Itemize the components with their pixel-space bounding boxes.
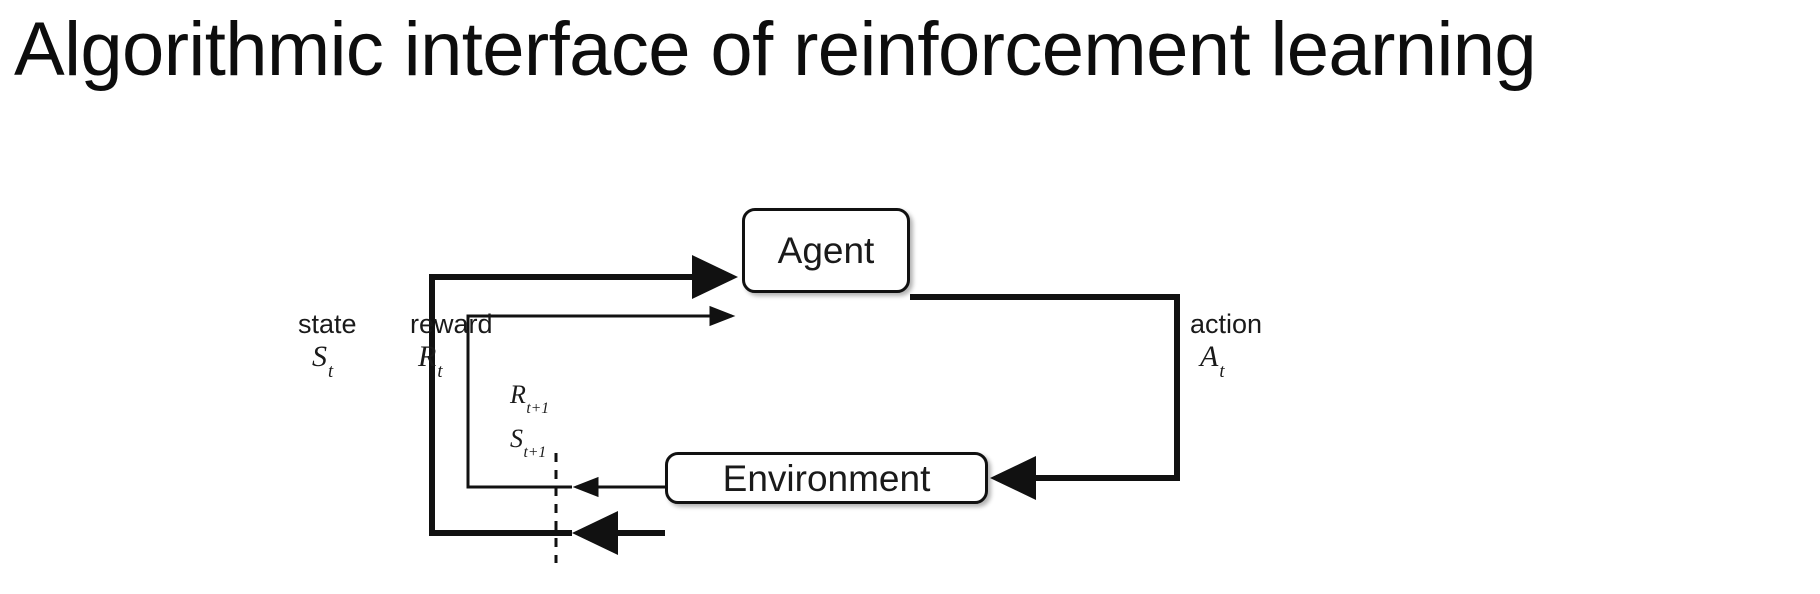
environment-node: Environment (665, 452, 988, 504)
reward-symbol-base: R (418, 340, 437, 373)
state-symbol-label: St (312, 340, 334, 382)
state-symbol-subscript: t (328, 361, 334, 382)
reward-next-symbol-subscript: t+1 (526, 400, 550, 418)
state-label: state (298, 309, 357, 339)
reward-label: reward (410, 309, 493, 339)
action-symbol-base: A (1200, 340, 1219, 373)
state-flow-path (429, 255, 738, 536)
action-label: action (1190, 309, 1263, 339)
reward-symbol-subscript: t (437, 361, 443, 382)
reward-symbol-label: Rt (418, 340, 443, 382)
state-next-symbol-label: St+1 (510, 424, 547, 462)
action-symbol-subscript: t (1219, 361, 1225, 382)
agent-node-label: Agent (777, 230, 875, 271)
page-title: Algorithmic interface of reinforcement l… (14, 7, 1537, 92)
state-next-symbol-base: S (510, 424, 523, 453)
action-flow-path (910, 294, 1180, 500)
state-symbol-base: S (312, 340, 327, 373)
reward-next-symbol-base: R (510, 380, 526, 409)
reward-next-symbol-label: Rt+1 (510, 380, 550, 418)
diagram-connectors (429, 255, 1180, 563)
state-next-symbol-subscript: t+1 (523, 444, 547, 462)
agent-node: Agent (742, 208, 910, 293)
rl-interaction-diagram: Agent Environment state St reward Rt act… (280, 185, 1340, 585)
reward-flow-path (466, 305, 736, 489)
action-symbol-label: At (1200, 340, 1225, 382)
environment-node-label: Environment (722, 457, 931, 499)
